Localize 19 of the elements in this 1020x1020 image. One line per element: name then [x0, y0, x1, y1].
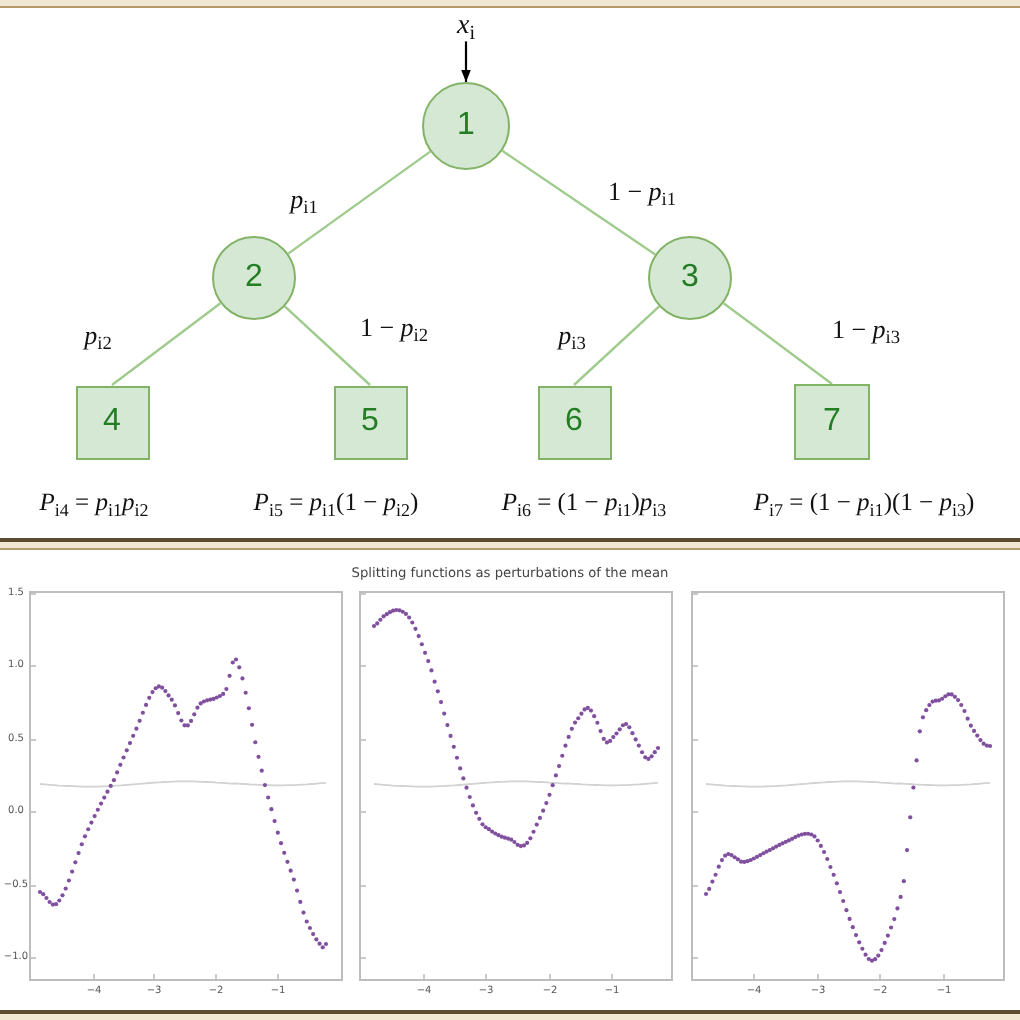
- formula-label: P$_{i6}$ = (1 − p$_{i1}$)p$_{i3}$: [501, 490, 667, 518]
- arrow: [461, 41, 471, 82]
- leaf-node-box: 5: [333, 385, 407, 459]
- edge-label: 1 − p$_{i2}$: [357, 313, 431, 343]
- connector-line: [287, 150, 431, 255]
- leaf-node-box: 6: [537, 385, 611, 459]
- leaf-node-box: 4: [75, 385, 149, 459]
- connector-line: [111, 302, 222, 386]
- variable-label: x$_{i}$: [456, 10, 476, 42]
- connector-line: [501, 149, 656, 256]
- formula-label: P$_{i7}$ = (1 − p$_{i1}$)(1 − p$_{i3}$): [753, 490, 975, 518]
- formula-label: P$_{i5}$ = p$_{i1}$(1 − p$_{i2}$): [253, 490, 419, 518]
- edge-label: 1 − p$_{i1}$: [605, 177, 679, 207]
- connector-line: [722, 302, 833, 385]
- connector-line: [284, 305, 371, 386]
- leaf-node-box: 7: [794, 384, 870, 460]
- edge-label: 1 − p$_{i3}$: [829, 315, 903, 345]
- connector-line: [573, 305, 660, 386]
- formula-label: P$_{i4}$ = p$_{i1}$p$_{i2}$: [39, 490, 149, 518]
